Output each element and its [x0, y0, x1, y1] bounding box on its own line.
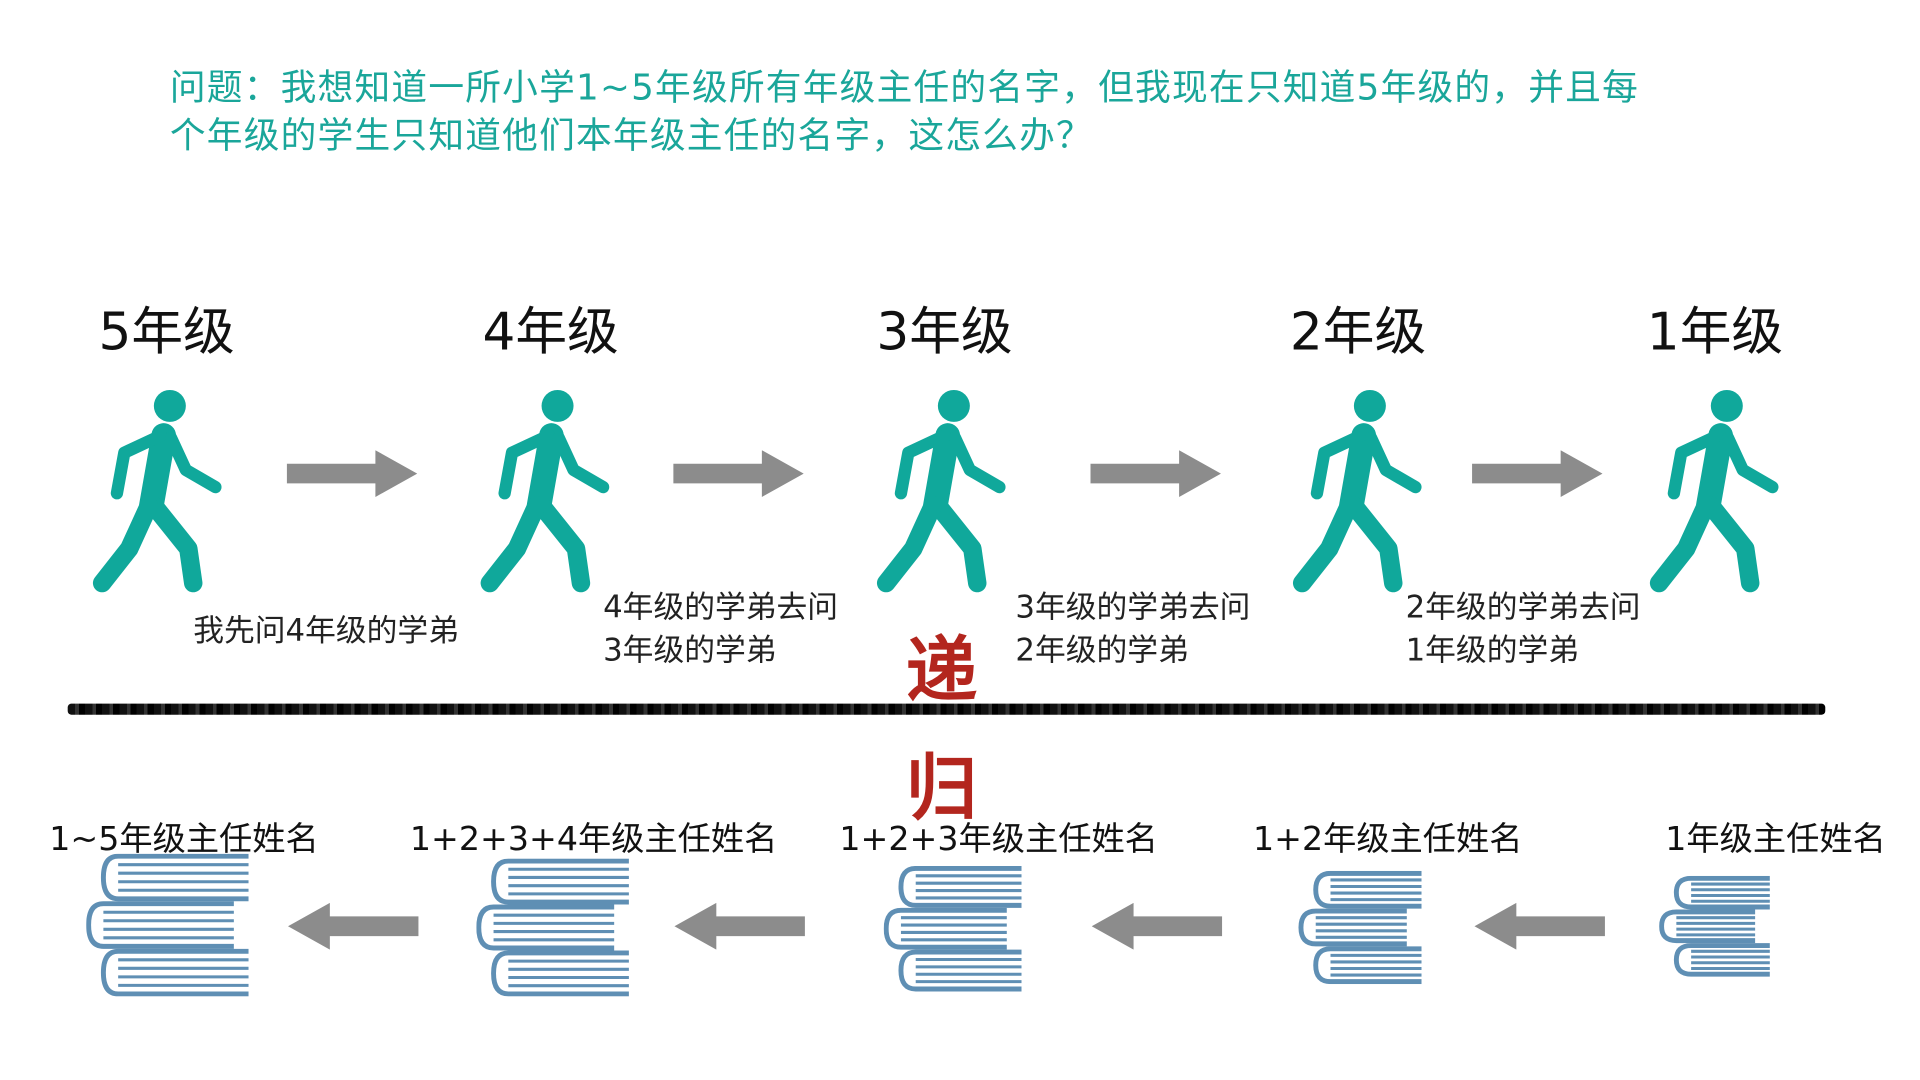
book-stack-icon	[86, 853, 249, 1002]
result-label-2: 1+2年级主任姓名	[1252, 820, 1523, 859]
left-arrow-icon	[674, 902, 805, 950]
result-label-1: 1年级主任姓名	[1665, 820, 1886, 859]
book-stack-icon	[1298, 870, 1422, 989]
caption-3: 3年级的学弟去问 2年级的学弟	[1015, 586, 1250, 672]
book-stack-icon	[1659, 875, 1770, 982]
walker-icon	[1649, 389, 1784, 593]
grade-label-1: 1年级	[1646, 301, 1784, 362]
book-stack-icon	[883, 865, 1022, 996]
left-arrow-icon	[1474, 902, 1605, 950]
caption-4-line-2: 1年级的学弟	[1405, 632, 1580, 668]
walker-icon	[92, 389, 227, 593]
left-arrow-icon	[288, 902, 419, 950]
caption-3-line-1: 3年级的学弟去问	[1015, 589, 1251, 625]
right-arrow-icon	[286, 450, 418, 497]
grade-label-5: 5年级	[98, 301, 235, 362]
pass-label: 递	[905, 628, 978, 713]
caption-4: 2年级的学弟去问 1年级的学弟	[1406, 586, 1641, 672]
right-arrow-icon	[673, 450, 804, 497]
grade-label-2: 2年级	[1289, 301, 1427, 362]
right-arrow-icon	[1090, 450, 1221, 497]
left-arrow-icon	[1091, 902, 1223, 950]
walker-icon	[480, 389, 615, 593]
caption-2-line-2: 3年级的学弟	[603, 632, 777, 668]
return-label: 归	[905, 746, 978, 831]
question-line-1: 问题：我想知道一所小学1~5年级所有年级主任的名字，但我现在只知道5年级的，并且…	[169, 66, 1640, 109]
caption-2-line-1: 4年级的学弟去问	[603, 589, 839, 625]
book-stack-icon	[476, 858, 629, 1002]
grade-label-4: 4年级	[482, 301, 619, 362]
result-label-4: 1+2+3+4年级主任姓名	[409, 820, 778, 859]
divider-line	[67, 703, 1826, 715]
caption-2: 4年级的学弟去问 3年级的学弟	[603, 586, 838, 672]
grade-label-3: 3年级	[876, 301, 1013, 362]
caption-3-line-2: 2年级的学弟	[1015, 632, 1189, 668]
caption-1: 我先问4年级的学弟	[193, 612, 459, 649]
walker-icon	[1292, 389, 1427, 593]
question-line-2: 个年级的学生只知道他们本年级主任的名字，这怎么办？	[169, 114, 1093, 157]
walker-icon	[876, 389, 1011, 593]
caption-4-line-1: 2年级的学弟去问	[1405, 589, 1641, 625]
result-label-5: 1~5年级主任姓名	[49, 820, 319, 859]
right-arrow-icon	[1472, 450, 1603, 497]
result-label-3: 1+2+3年级主任姓名	[839, 820, 1158, 859]
